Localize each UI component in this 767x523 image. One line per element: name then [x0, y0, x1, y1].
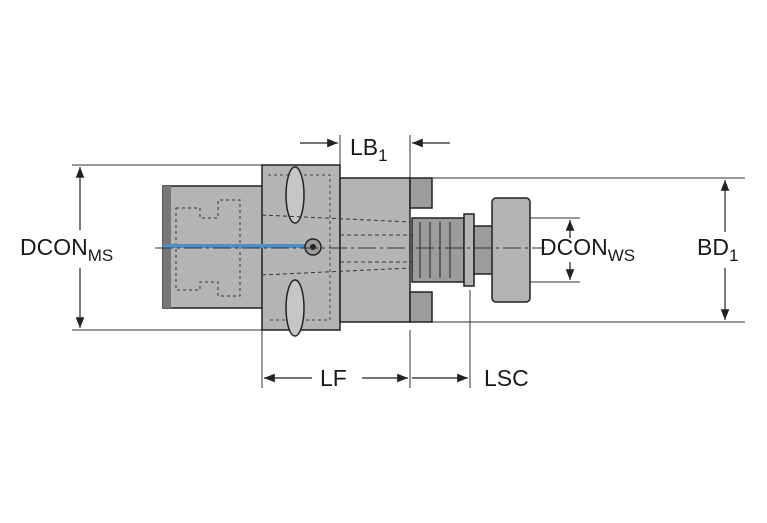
body [339, 177, 433, 323]
dcon-ms-label: DCONMS [20, 234, 114, 265]
bd1-label: BD1 [697, 234, 739, 265]
drive-slot-top [285, 166, 305, 224]
lf-label: LF [320, 365, 347, 391]
retention-screw [411, 197, 531, 303]
dcon-ws-label: DCONWS [540, 234, 636, 265]
drive-slot-bottom [285, 279, 305, 337]
lb1-label: LB1 [350, 134, 388, 165]
flange [261, 164, 341, 337]
extension-lines [72, 135, 745, 388]
lsc-label: LSC [484, 365, 529, 391]
dimension-lines [75, 138, 730, 383]
